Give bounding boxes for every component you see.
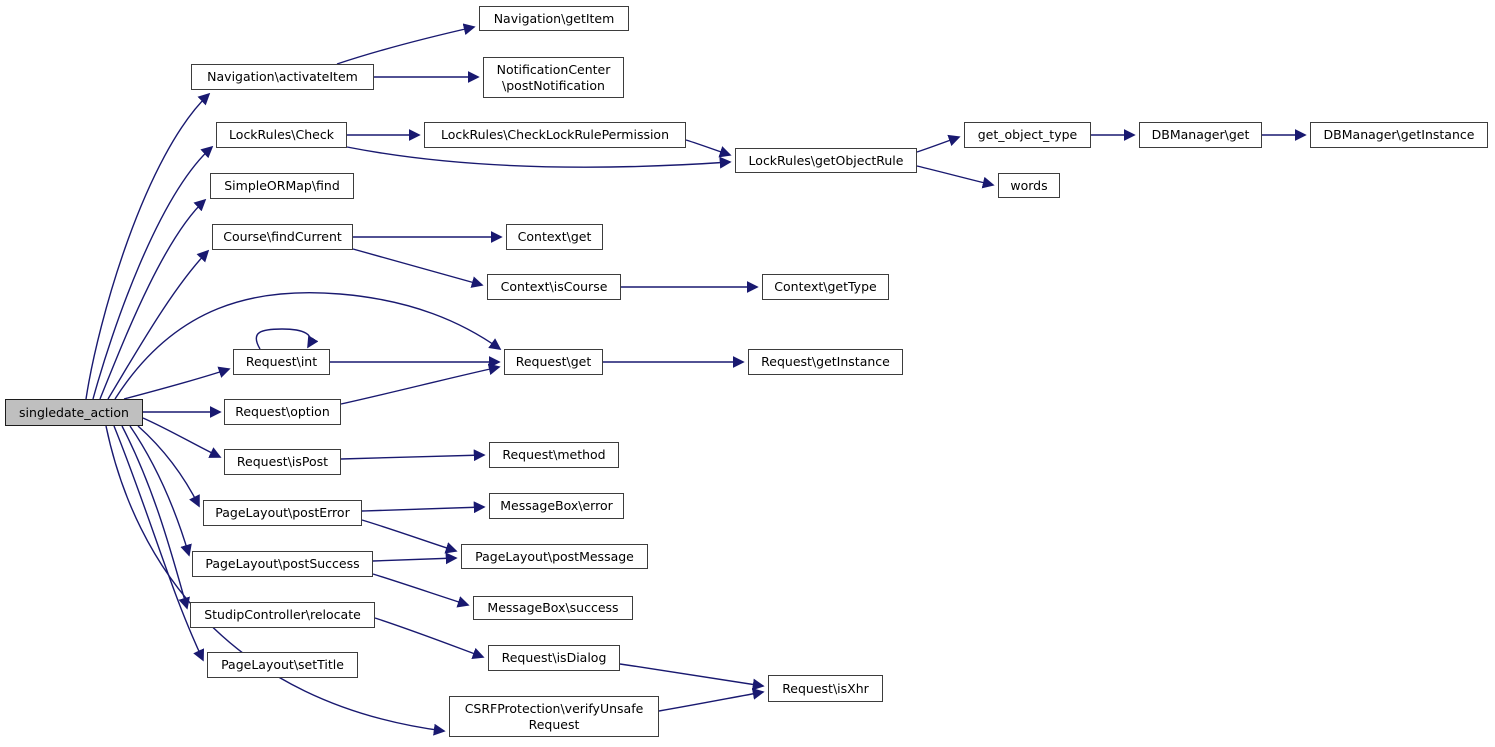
node-lockrules-getobjectrule[interactable]: LockRules\getObjectRule	[735, 148, 917, 173]
node-label-line: NotificationCenter	[496, 61, 611, 77]
node-context-iscourse[interactable]: Context\isCourse	[487, 274, 621, 300]
node-singledate-action: singledate_action	[5, 399, 143, 426]
node-label-line: CSRFProtection\verifyUnsafe	[464, 700, 644, 716]
edge-singledate-to-lockrules-check	[92, 145, 214, 400]
node-navigation-getitem[interactable]: Navigation\getItem	[479, 6, 629, 31]
edge-csrf-to-isxhr	[658, 687, 765, 712]
node-request-isdialog[interactable]: Request\isDialog	[488, 645, 620, 671]
node-words[interactable]: words	[998, 173, 1060, 198]
edge-posterror-to-messageboxerror	[361, 501, 486, 514]
node-request-int[interactable]: Request\int	[233, 349, 330, 375]
edge-ispost-to-method	[340, 449, 486, 462]
node-label-line: Request	[528, 716, 580, 732]
node-messagebox-error[interactable]: MessageBox\error	[489, 493, 624, 519]
node-pagelayout-postmessage[interactable]: PageLayout\postMessage	[461, 544, 648, 569]
edge-singledate-to-settitle	[113, 425, 205, 662]
edge-posterror-to-postmessage	[361, 519, 458, 554]
node-request-option[interactable]: Request\option	[224, 399, 341, 425]
node-get-object-type[interactable]: get_object_type	[964, 122, 1091, 148]
edge-singledate-to-request-ispost	[142, 417, 222, 458]
node-dbmanager-getinstance[interactable]: DBManager\getInstance	[1310, 122, 1488, 148]
node-simpleormap-find[interactable]: SimpleORMap\find	[210, 173, 354, 199]
node-request-method[interactable]: Request\method	[489, 442, 619, 468]
edge-singledate-to-request-int	[123, 366, 231, 400]
node-csrfprotection-verifyunsaferequest[interactable]: CSRFProtection\verifyUnsafe Request	[449, 696, 659, 737]
edge-getobjectrule-to-words	[916, 165, 995, 189]
edge-getobjectrule-to-getobjecttype	[916, 134, 961, 153]
node-context-gettype[interactable]: Context\getType	[762, 274, 889, 300]
edge-singledate-to-activateitem	[85, 92, 211, 400]
node-pagelayout-settitle[interactable]: PageLayout\setTitle	[207, 652, 358, 678]
node-pagelayout-posterror[interactable]: PageLayout\postError	[203, 500, 362, 526]
node-dbmanager-get[interactable]: DBManager\get	[1139, 122, 1262, 148]
node-request-ispost[interactable]: Request\isPost	[224, 449, 341, 475]
node-request-get[interactable]: Request\get	[504, 349, 603, 375]
edge-relocate-to-isdialog	[374, 617, 485, 660]
edge-singledate-to-postsuccess	[129, 425, 192, 557]
node-request-isxhr[interactable]: Request\isXhr	[768, 675, 883, 702]
node-label-line: \postNotification	[502, 77, 605, 93]
node-lockrules-check[interactable]: LockRules\Check	[216, 122, 347, 148]
edge-singledate-to-findcurrent	[107, 249, 210, 400]
edge-findcurrent-to-iscourse	[352, 248, 484, 288]
edge-singledate-to-simpleormap-find	[99, 198, 207, 400]
node-request-getinstance[interactable]: Request\getInstance	[748, 349, 903, 375]
node-notificationcenter-postnotification[interactable]: NotificationCenter \postNotification	[483, 57, 624, 98]
edge-requestoption-to-requestget	[340, 363, 501, 405]
node-context-get[interactable]: Context\get	[506, 224, 603, 250]
edge-postsuccess-to-postmessage	[372, 552, 458, 565]
edge-check-to-getobjectrule	[346, 146, 732, 169]
edge-singledate-to-relocate	[121, 425, 190, 610]
node-pagelayout-postsuccess[interactable]: PageLayout\postSuccess	[192, 551, 373, 577]
node-messagebox-success[interactable]: MessageBox\success	[473, 596, 633, 620]
edge-singledate-to-request-get	[114, 291, 502, 400]
edge-requestint-selfloop	[255, 328, 319, 350]
edge-activateitem-to-getitem	[336, 23, 476, 65]
node-course-findcurrent[interactable]: Course\findCurrent	[212, 224, 353, 250]
node-lockrules-checklockrulepermission[interactable]: LockRules\CheckLockRulePermission	[424, 122, 686, 148]
edge-checkpermission-to-getobjectrule	[685, 139, 732, 158]
edge-isdialog-to-isxhr	[619, 663, 765, 691]
edge-postsuccess-to-messageboxsuccess	[372, 573, 470, 608]
node-studipcontroller-relocate[interactable]: StudipController\relocate	[190, 602, 375, 628]
node-navigation-activateitem[interactable]: Navigation\activateItem	[191, 64, 374, 90]
edge-singledate-to-posterror	[137, 425, 200, 508]
